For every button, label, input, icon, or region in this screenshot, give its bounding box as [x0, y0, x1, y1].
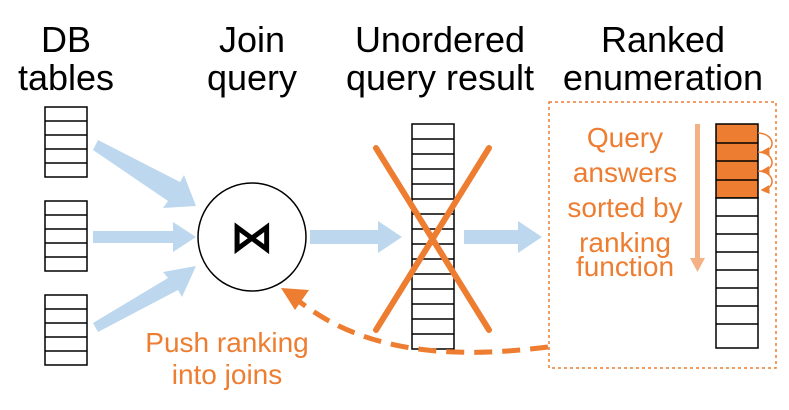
flow-arrow-join-to-result [310, 221, 402, 253]
ranked-result-table [715, 123, 759, 349]
db-table-1 [44, 106, 88, 178]
join-operator: ⋈ [197, 182, 307, 292]
sorted-label-line5: function [576, 251, 674, 282]
push-ranking-arrow [281, 288, 549, 355]
sorted-label-line4: ranking [579, 227, 671, 258]
join-symbol: ⋈ [230, 212, 274, 263]
flow-arrow-result-to-ranked [464, 221, 542, 253]
db-table-3 [44, 294, 88, 366]
heading-join-query-line1: Join [219, 19, 285, 60]
heading-db-tables-line2: tables [18, 57, 114, 98]
step-arrow-1 [757, 132, 773, 156]
step-arrow-2 [757, 151, 773, 175]
flow-arrows [93, 140, 542, 332]
heading-ranked-line1: Ranked [601, 19, 725, 60]
heading-unordered-line1: Unordered [355, 19, 525, 60]
flow-arrow-db2-to-join [93, 222, 196, 252]
push-label-line2: into joins [172, 359, 283, 390]
sorted-label: Query answers sorted by ranking function [567, 122, 682, 282]
sorted-label-line3: sorted by [567, 192, 682, 223]
cross-out-mark [373, 145, 492, 333]
join-circle [197, 182, 307, 292]
heading-unordered-line2: query result [346, 57, 534, 98]
flow-arrow-db3-to-join [93, 266, 196, 332]
enumeration-step-arrows [757, 132, 773, 194]
push-label-line1: Push ranking [145, 327, 308, 358]
sort-direction-arrow [690, 124, 705, 272]
ranked-enumeration-box [548, 101, 777, 369]
heading-db-tables-line1: DB [41, 19, 91, 60]
db-tables [44, 106, 88, 366]
heading-ranked-line2: enumeration [563, 57, 763, 98]
sorted-label-line2: answers [573, 157, 677, 188]
sorted-label-line1: Query [587, 122, 663, 153]
heading-join-query-line2: query [207, 57, 297, 98]
flow-arrow-db1-to-join [93, 140, 196, 208]
step-arrow-3 [757, 170, 773, 194]
db-table-2 [44, 200, 88, 272]
